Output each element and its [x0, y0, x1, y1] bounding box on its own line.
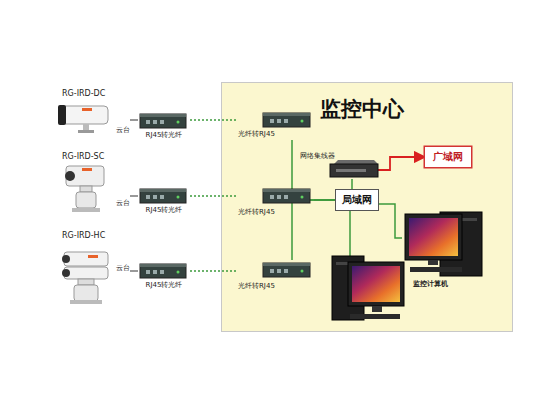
connector	[190, 119, 236, 121]
node-label: RJ45转光纤	[138, 207, 190, 214]
media-converter	[140, 189, 186, 203]
node-label: RJ45转光纤	[138, 282, 190, 289]
monitoring-center: 监控中心光纤转RJ45 光纤转RJ45 光纤转RJ45 网络集线器局域网 广域网监控计算…	[222, 83, 512, 331]
connector	[130, 119, 138, 121]
connector	[130, 270, 138, 272]
fib-node: 光纤转RJ45	[236, 110, 314, 140]
node-label: RG-IRD-DC	[62, 90, 105, 98]
node-label: RG-IRD-HC	[62, 232, 105, 240]
connector	[378, 157, 425, 170]
node-label: 局域网	[336, 195, 378, 205]
bullet-camera	[58, 105, 108, 133]
node-label: 光纤转RJ45	[238, 209, 275, 216]
conv-node: RJ45转光纤	[138, 187, 190, 215]
node-label: 云台	[116, 127, 130, 134]
connector	[378, 204, 402, 238]
lan-node: 局域网	[336, 190, 378, 210]
hub-node: 网络集线器	[300, 153, 378, 179]
fib-node: 光纤转RJ45	[236, 186, 314, 218]
dual-camera	[62, 252, 108, 304]
connector	[351, 179, 353, 190]
cam-node: RG-IRD-HC 云台	[58, 232, 130, 302]
node-label: 云台	[116, 200, 130, 207]
cam-node: RG-IRD-SC 云台	[58, 153, 130, 213]
connector	[190, 270, 236, 272]
center-title: 监控中心	[320, 99, 404, 120]
node-label: RJ45转光纤	[138, 132, 190, 139]
pc-node: 监控计算机	[402, 208, 484, 292]
conv-node: RJ45转光纤	[138, 262, 190, 290]
media-converter	[140, 114, 186, 128]
connector	[292, 140, 336, 200]
wan-node: 广域网	[425, 147, 471, 167]
fib-node: 光纤转RJ45	[236, 260, 314, 292]
node-label: 网络集线器	[300, 153, 335, 160]
ptz-camera	[65, 166, 104, 212]
connector	[292, 200, 336, 260]
cam-node: RG-IRD-DC 云台	[58, 90, 130, 136]
node-label: 光纤转RJ45	[238, 283, 275, 290]
conv-node: RJ45转光纤	[138, 112, 190, 140]
node-label: 监控计算机	[413, 281, 448, 288]
media-converter	[140, 264, 186, 278]
node-label: 广域网	[425, 152, 471, 162]
connector	[130, 195, 138, 197]
node-label: 云台	[116, 265, 130, 272]
node-label: RG-IRD-SC	[62, 153, 104, 161]
node-label: 光纤转RJ45	[238, 131, 275, 138]
connector	[190, 195, 236, 197]
connector	[314, 199, 336, 201]
